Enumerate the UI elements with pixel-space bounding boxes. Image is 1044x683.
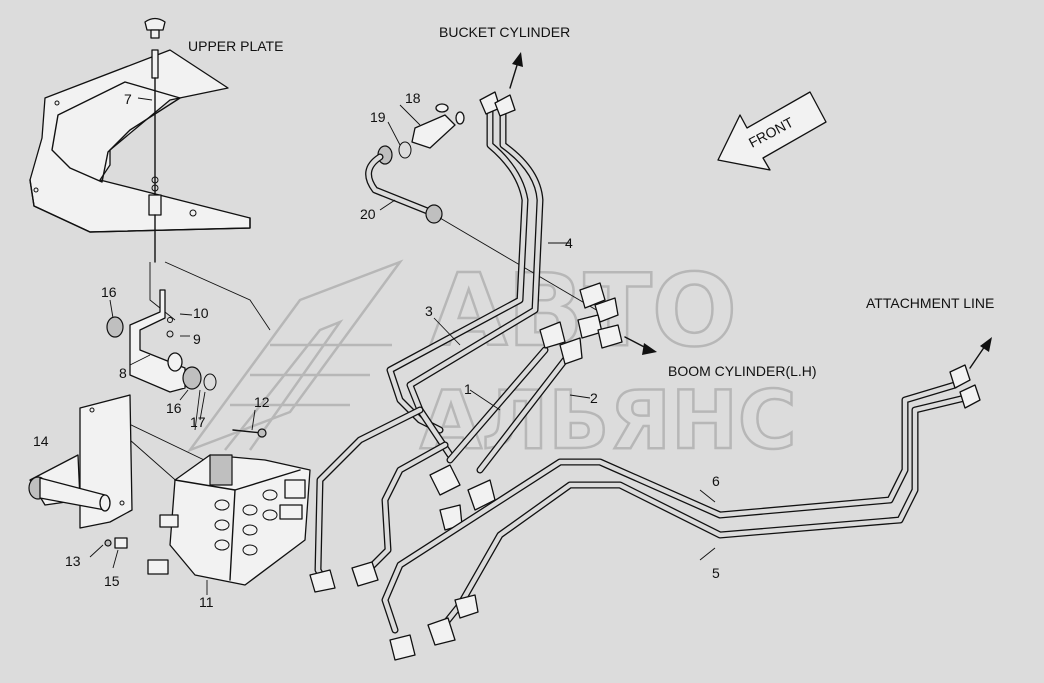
front-arrow: FRONT (717, 91, 827, 171)
mount-bracket-14 (28, 394, 133, 549)
part-number-16a: 16 (101, 284, 117, 300)
part-number-5: 5 (712, 565, 720, 581)
part-number-8: 8 (119, 365, 127, 381)
control-valve-11 (147, 428, 311, 586)
part-number-20: 20 (360, 206, 376, 222)
part-number-1: 1 (464, 381, 472, 397)
part-number-2: 2 (590, 390, 598, 406)
attachment-line-label: ATTACHMENT LINE (866, 295, 994, 311)
part-number-14: 14 (33, 433, 49, 449)
part-number-11: 11 (199, 594, 214, 610)
part-number-19: 19 (370, 109, 386, 125)
part-number-6: 6 (712, 473, 720, 489)
o-ring-19 (398, 141, 412, 159)
part-number-15: 15 (104, 573, 120, 589)
boom-cylinder-label: BOOM CYLINDER(L.H) (668, 363, 817, 379)
part-number-17: 17 (190, 414, 206, 430)
part-number-18: 18 (405, 90, 421, 106)
part-number-4: 4 (565, 235, 573, 251)
pipe-lines-to-valve (309, 406, 449, 593)
o-ring-17 (203, 373, 217, 391)
watermark-line2: АЛЬЯНС (420, 374, 797, 467)
pipe-lines-3-4 (386, 91, 544, 459)
washer-13 (104, 539, 112, 547)
part-number-12: 12 (254, 394, 270, 410)
bushing-16b (182, 366, 202, 390)
watermark: АВТО АЛЬЯНС (186, 251, 798, 468)
part-number-16b: 16 (166, 400, 182, 416)
bolt-12 (232, 429, 263, 434)
boom-manifold (577, 282, 623, 349)
bolt-15 (114, 537, 128, 549)
leader-lines (89, 97, 716, 595)
bucket-cylinder-label: BUCKET CYLINDER (439, 24, 570, 40)
bracket-8 (106, 289, 217, 393)
part-number-9: 9 (193, 331, 201, 347)
upper-plate-body (29, 49, 251, 233)
part-number-3: 3 (425, 303, 433, 319)
tee-18 (411, 114, 456, 149)
watermark-logo (186, 259, 404, 453)
control-rod-7 (144, 17, 166, 263)
part-number-7: 7 (124, 91, 132, 107)
knob (144, 17, 166, 31)
watermark-line1: АВТО (430, 252, 737, 369)
bushing-16a (106, 316, 124, 338)
upper-plate (29, 49, 251, 233)
direction-arrows (509, 52, 992, 369)
upper-plate-cutout (51, 81, 181, 183)
hoses-1-2 (429, 321, 583, 531)
part-number-10: 10 (193, 305, 209, 321)
upper-plate-label: UPPER PLATE (188, 38, 283, 54)
part-number-13: 13 (65, 553, 81, 569)
fittings-18-19-20 (365, 103, 611, 319)
pipe-lines-5-6 (381, 364, 981, 661)
